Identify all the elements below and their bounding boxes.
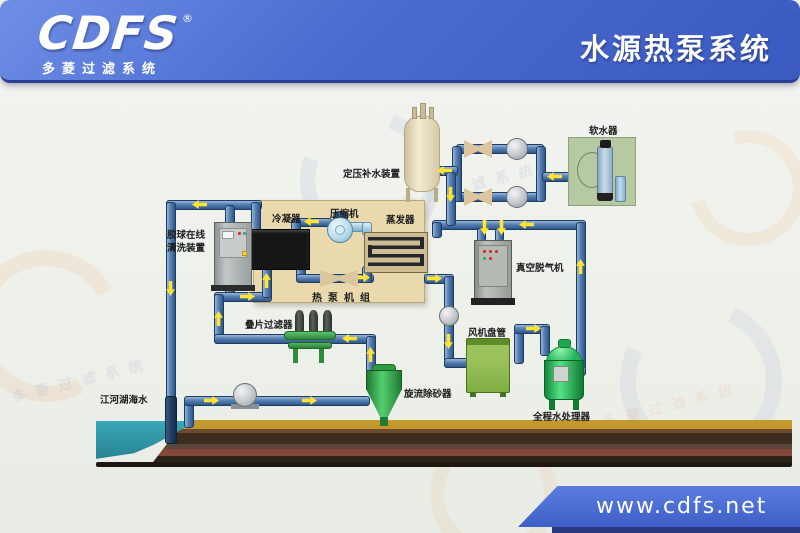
disc-filter-manifold [288, 342, 332, 349]
softener-cylinder-base [597, 193, 613, 201]
evaporator-coil-bend [420, 237, 424, 249]
expansion-tank-leg [434, 188, 438, 202]
ground-baseline [96, 462, 792, 467]
expansion-tank-fitting [420, 103, 426, 119]
water-processor-cap [558, 339, 571, 348]
label-water-processor: 全程水处理器 [533, 412, 591, 423]
pipe-segment [540, 326, 550, 356]
flow-arrow [204, 396, 219, 405]
fan-coil-foot [470, 392, 476, 397]
disc-filter-leg [293, 349, 298, 363]
disc-filter-manifold [284, 331, 336, 340]
evaporator-coil-bend [368, 245, 372, 257]
venturi-fitting [464, 140, 492, 158]
water-processor-leg [549, 399, 555, 410]
label-cyclone-desander: 旋流除砂器 [404, 389, 452, 400]
cyclone-drain [380, 417, 388, 426]
pipe-segment-discharge [165, 396, 177, 444]
venturi-fitting [464, 188, 492, 206]
fan-coil-unit [466, 338, 510, 393]
circulation-pump [506, 186, 528, 208]
flow-arrow [240, 292, 255, 301]
fan-coil-foot [500, 392, 506, 397]
website-url: www.cdfs.net [596, 494, 768, 519]
flow-arrow [526, 324, 541, 333]
registered-mark-icon: ® [182, 12, 193, 25]
inline-pump [439, 306, 459, 326]
label-water-softener: 软水器 [589, 126, 618, 137]
expansion-tank [404, 116, 440, 192]
intake-pump [233, 383, 257, 407]
indicator-light [483, 250, 486, 253]
footer-ribbon [518, 486, 800, 527]
pipe-segment [166, 200, 262, 210]
indicator-light [238, 232, 241, 235]
footer-ribbon-shadow [552, 525, 800, 533]
flow-arrow [427, 274, 442, 283]
label-disc-filter: 叠片过滤器 [245, 320, 293, 331]
label-fan-coil: 风机盘管 [468, 328, 507, 339]
label-evaporator: 蒸发器 [386, 215, 415, 226]
header-bar: CDFS ® 多菱过滤系统 水源热泵系统 [0, 0, 800, 83]
indicator-light [489, 250, 492, 253]
indicator-light [489, 257, 492, 260]
indicator-light [242, 251, 247, 256]
softener-valve [600, 140, 611, 148]
indicator-light [243, 232, 246, 235]
label-condenser: 冷凝器 [272, 214, 301, 225]
expansion-valve [320, 270, 358, 287]
circulation-pump [506, 138, 528, 160]
pipe-segment [184, 396, 370, 406]
label-vacuum-degasser: 真空脱气机 [516, 263, 564, 274]
brand-slogan: 多菱过滤系统 [42, 62, 163, 77]
evaporator-coil [368, 237, 424, 268]
disc-filter-cartridge [295, 310, 304, 334]
indicator-light [495, 250, 498, 253]
flow-arrow [302, 396, 317, 405]
cyclone-cone [366, 389, 402, 419]
cabinet-base [471, 298, 515, 305]
label-ball-cleaning-1: 胶球在线 [167, 230, 206, 241]
earth-strata [150, 420, 792, 466]
cyclone-body [366, 370, 402, 390]
pipe-segment [514, 330, 524, 364]
compressor-hub [335, 225, 345, 235]
softener-brine-tank [615, 176, 626, 202]
disc-filter-leg [319, 349, 324, 363]
water-processor-panel [553, 366, 569, 382]
evaporator-coil-bend [420, 254, 424, 266]
indicator-light [483, 257, 486, 260]
water-processor-leg [573, 399, 579, 410]
cabinet-base [211, 285, 255, 291]
disc-filter-cartridge [309, 310, 318, 334]
label-ball-cleaning-2: 清洗装置 [167, 243, 206, 254]
brand-logo: CDFS [35, 6, 182, 60]
disc-filter-cartridge [323, 310, 332, 334]
flow-arrow [355, 273, 370, 282]
label-compressor: 压缩机 [330, 209, 359, 220]
ball-cleaning-display [222, 231, 234, 239]
label-heat-pump-unit: 热泵机组 [312, 293, 376, 304]
label-expansion-tank: 定压补水装置 [343, 169, 401, 180]
pipe-segment [432, 222, 442, 238]
expansion-tank-fitting [429, 107, 434, 119]
label-source-water: 江河湖海水 [100, 395, 148, 406]
watermark-swoosh [668, 108, 800, 268]
condenser [246, 229, 310, 270]
expansion-tank-fitting [412, 107, 417, 119]
expansion-tank-leg [406, 188, 410, 202]
page-title: 水源热泵系统 [579, 32, 772, 66]
